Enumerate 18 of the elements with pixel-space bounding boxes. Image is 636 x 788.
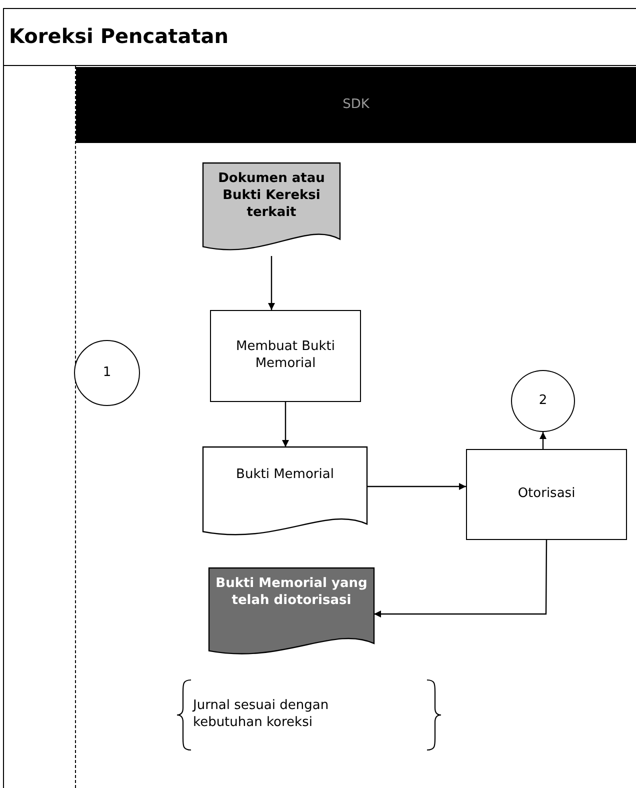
process-box: [466, 449, 627, 540]
node-label: Membuat Bukti Memorial: [235, 339, 336, 373]
process-box: [210, 310, 361, 402]
connector-number: 1: [102, 364, 112, 382]
arrow: [374, 540, 548, 618]
arrow: [367, 482, 466, 490]
diagram-title: Koreksi Pencatatan: [9, 24, 229, 48]
arrow: [268, 256, 275, 310]
node-label: Otorisasi: [518, 486, 576, 503]
connector-number: 2: [538, 392, 548, 410]
arrow: [282, 402, 289, 447]
node-label: Bukti Memorial yang telah diotorisasi: [215, 576, 368, 610]
node-label: Bukti Memorial: [236, 467, 334, 484]
note-text: Jurnal sesuai dengan kebutuhan koreksi: [193, 698, 330, 732]
node-label: Dokumen atau Bukti Kereksi terkait: [217, 171, 326, 222]
lane-header-band: [76, 67, 636, 143]
node-label: SDK: [342, 96, 370, 114]
arrow: [540, 432, 546, 449]
